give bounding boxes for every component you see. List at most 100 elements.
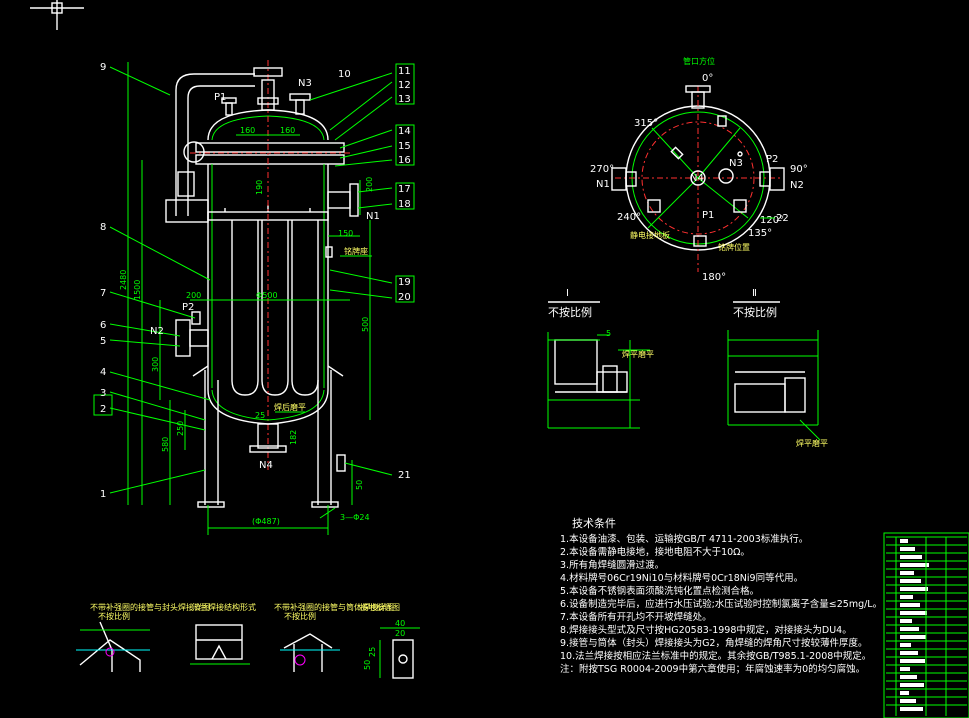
dim: 25 — [255, 411, 265, 420]
part-label: 9 — [100, 62, 106, 73]
angle: 90° — [790, 164, 808, 175]
title-block-text — [900, 547, 915, 551]
dim: 250 — [176, 421, 185, 436]
part-label: 1 — [100, 489, 106, 500]
tech-heading: 技术条件 — [572, 516, 616, 530]
bottom-detail-title: 不带补强圈的接管与筒体焊接详图 — [274, 602, 394, 612]
dim: 150 — [338, 229, 353, 238]
title-block-text — [900, 675, 917, 679]
title-block-text — [900, 611, 927, 615]
nozzle-label: P1 — [214, 92, 226, 103]
tech-line: 1.本设备油漆、包装、运输按GB/T 4711-2003标准执行。 — [560, 533, 808, 545]
part-label: 4 — [100, 367, 106, 378]
dim: 50 — [355, 480, 364, 490]
dim: (Φ487) — [252, 517, 280, 526]
part-label: 6 — [100, 320, 106, 331]
nozzle-label: N4 — [259, 460, 273, 471]
title-block-text — [900, 667, 910, 671]
vessel-elevation — [93, 60, 415, 535]
angle: 180° — [702, 272, 726, 283]
title-block-text — [900, 619, 912, 623]
dimension-texts: 160 160 190 200 150 Φ500 200 500 300 250… — [119, 126, 374, 526]
title-block-text — [900, 555, 922, 559]
nozzle-orientation-view: 管口方位 0° 315° 270° 90° 240° 120° — [590, 56, 808, 283]
angle: 240° — [617, 212, 641, 223]
detail-scale: 不按比例 — [733, 305, 777, 319]
title-block — [883, 532, 969, 718]
part-label: 21 — [398, 470, 411, 481]
dim: 160 — [240, 126, 255, 135]
detail-roman: Ⅰ — [566, 288, 569, 299]
tech-line: 5.本设备不锈钢表面须酸洗钝化置点检测合格。 — [560, 585, 759, 597]
part-label: 5 — [100, 336, 106, 347]
bottom-detail-title: 不带补强圈的接管与封头焊接详图 — [90, 602, 210, 612]
bottom-detail-scale: 不按比例 — [284, 611, 316, 621]
part-label: 11 — [398, 66, 411, 77]
part-label: 15 — [398, 141, 411, 152]
part-label: 8 — [100, 222, 106, 233]
tech-line: 3.所有角焊缝圆滑过渡。 — [560, 559, 664, 571]
angle: 270° — [590, 164, 614, 175]
detail-roman: Ⅱ — [752, 288, 757, 299]
orient-label: P1 — [702, 210, 714, 221]
dim: 50 — [363, 660, 372, 670]
part-label: 18 — [398, 199, 411, 210]
dim: 200 — [186, 291, 201, 300]
part-label: 19 — [398, 277, 411, 288]
dim: 20 — [395, 629, 405, 638]
title-block-text — [900, 563, 929, 567]
tech-line: 6.设备制造完毕后，应进行水压试验;水压试验时控制氯离子含量≤25mg/L。 — [560, 598, 882, 610]
orientation-title: 管口方位 — [683, 56, 715, 66]
callout-weld: 焊后磨平 — [274, 402, 306, 412]
dim: 190 — [255, 180, 264, 195]
title-block-text — [900, 659, 925, 663]
orient-small: 静电接地板 — [630, 230, 670, 240]
nozzle-label: P2 — [182, 302, 194, 313]
dim: 182 — [289, 430, 298, 445]
dim: 160 — [280, 126, 295, 135]
tech-line: 8.焊接接头型式及尺寸按HG20583-1998中规定，对接接头为DU4。 — [560, 624, 852, 636]
part-label: 20 — [398, 292, 411, 303]
part-label: 14 — [398, 126, 411, 137]
part-label: 10 — [338, 69, 351, 80]
detail-I: Ⅰ 不按比例 5 焊平磨平 — [547, 288, 654, 429]
angle: 0° — [702, 73, 713, 84]
part-label: 13 — [398, 94, 411, 105]
title-block-text — [900, 707, 923, 711]
title-block-text — [900, 683, 924, 687]
title-block-text — [900, 627, 919, 631]
detail-II: Ⅱ 不按比例 焊平磨平 — [727, 288, 828, 448]
title-block-text — [900, 643, 911, 647]
tech-line: 注：附按TSG R0004-2009中第六章使用；年腐蚀速率为0的均匀腐蚀。 — [560, 663, 865, 675]
orient-label: N3 — [729, 158, 743, 169]
title-block-text — [900, 635, 926, 639]
dim: Φ500 — [256, 291, 278, 300]
title-block-text — [900, 699, 916, 703]
orient-label: N2 — [790, 180, 804, 191]
orient-small: 铭牌位置 — [718, 242, 750, 252]
dim: 3—Φ24 — [340, 513, 370, 522]
part-label: 17 — [398, 184, 411, 195]
left-part-labels: 9 8 7 6 5 4 3 2 1 — [100, 62, 106, 500]
bottom-details: 不带补强圈的接管与封头焊接详图 不按比例 法兰焊接结构形式 不带补强圈的接管与筒… — [76, 602, 420, 679]
title-block-text — [900, 539, 908, 543]
nozzle-label: N2 — [150, 326, 164, 337]
detail-tag: 焊平磨平 — [796, 438, 828, 448]
detail-num: 5 — [606, 329, 611, 338]
dim: 580 — [161, 437, 170, 452]
tech-line: 9.接管与筒体（封头）焊接接头为G2，角焊缝的焊角尺寸按较薄件厚度。 — [560, 637, 867, 649]
title-block-text — [900, 651, 918, 655]
callouts: 铭牌座 焊后磨平 — [274, 246, 372, 413]
part-label: 16 — [398, 155, 411, 166]
bottom-detail-title: 接地板详图 — [360, 602, 400, 612]
bottom-detail-scale: 不按比例 — [98, 611, 130, 621]
tech-line: 10.法兰焊接按相应法兰标准中的规定。其余按GB/T985.1-2008中规定。 — [560, 650, 871, 662]
dim: 300 — [151, 357, 160, 372]
callout-nameplate: 铭牌座 — [344, 246, 368, 256]
orient-label: N4 — [690, 173, 704, 184]
detail-scale: 不按比例 — [548, 305, 592, 319]
title-block-text — [900, 587, 928, 591]
dim: 200 — [365, 177, 374, 192]
part-label: 12 — [398, 80, 411, 91]
title-block-text — [900, 603, 920, 607]
